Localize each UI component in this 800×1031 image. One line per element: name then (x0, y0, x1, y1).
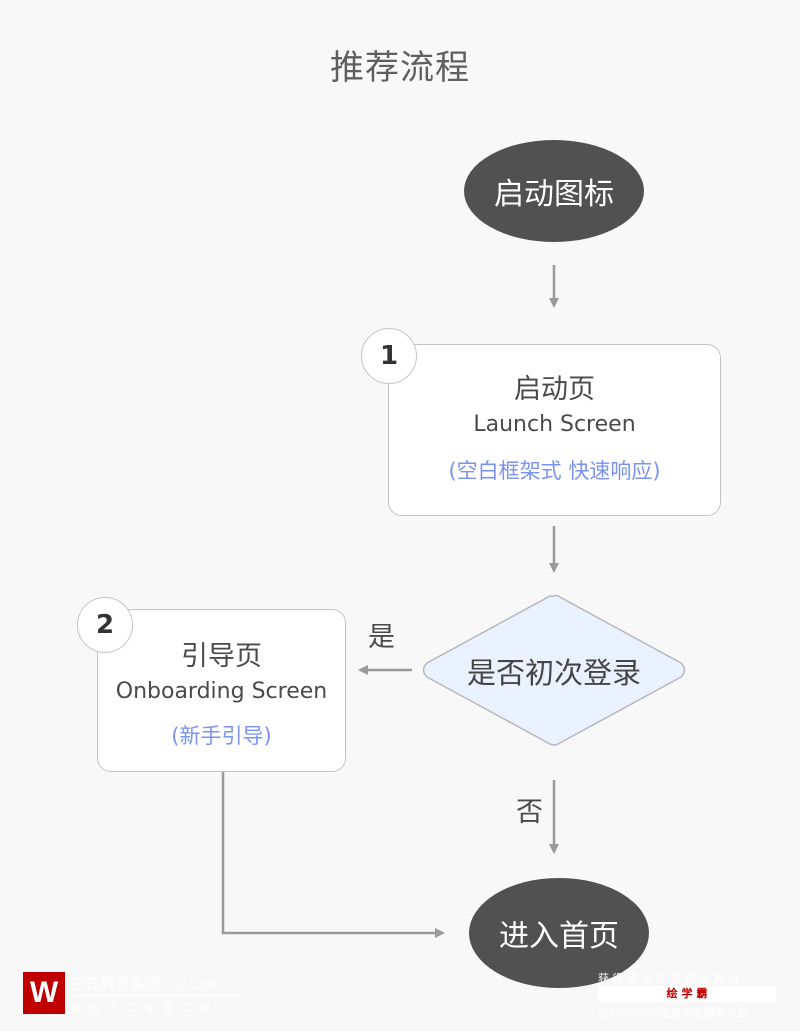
home-node: 进入首页 (469, 878, 649, 988)
launch-screen-title: 启动页 (514, 374, 595, 405)
arrow-onboarding-to-home (221, 772, 445, 938)
promo-app-name: 绘 学 霸 (598, 986, 776, 1002)
step-number: 2 (95, 610, 115, 640)
step-badge-2: 2 (77, 597, 133, 653)
launch-screen-note: (空白框架式 快速响应) (448, 459, 661, 483)
start-node: 启动图标 (464, 140, 644, 242)
brand-slogan: 以人为本 (176, 981, 217, 992)
decision-label: 是否初次登录 (466, 656, 641, 690)
brand-name-text: 王氏教育集团 (70, 975, 161, 993)
launch-screen-subtitle: Launch Screen (473, 412, 636, 437)
home-node-label: 进入首页 (499, 919, 619, 954)
brand-tagline: 始 创 于 二 零 零 二 年 (70, 1002, 213, 1015)
onboarding-note: (新手引导) (171, 724, 272, 748)
launch-screen-card: 启动页 Launch Screen (空白框架式 快速响应) (388, 344, 721, 516)
brand-logo-letter: W (29, 976, 59, 1009)
page-title: 推荐流程 (330, 48, 470, 88)
onboarding-subtitle: Onboarding Screen (115, 679, 328, 704)
onboarding-card: 引导页 Onboarding Screen (新手引导) (97, 609, 346, 772)
promo-line-3: 在AppStore或应用宝搜索下载 (598, 1007, 748, 1020)
step-badge-1: 1 (361, 328, 417, 384)
promo-line-1: 获 得 更 多 免 费 精 品 教 程 (598, 972, 740, 985)
step-number: 1 (379, 341, 399, 371)
brand-name: 王氏教育集团 以人为本 (70, 973, 217, 994)
brand-divider (70, 995, 243, 996)
start-node-label: 启动图标 (494, 177, 614, 212)
decision-diamond-shape (422, 594, 686, 746)
onboarding-title: 引导页 (181, 641, 262, 672)
yes-label: 是 (368, 622, 395, 653)
brand-logo: W (23, 972, 65, 1014)
no-label: 否 (516, 797, 543, 828)
